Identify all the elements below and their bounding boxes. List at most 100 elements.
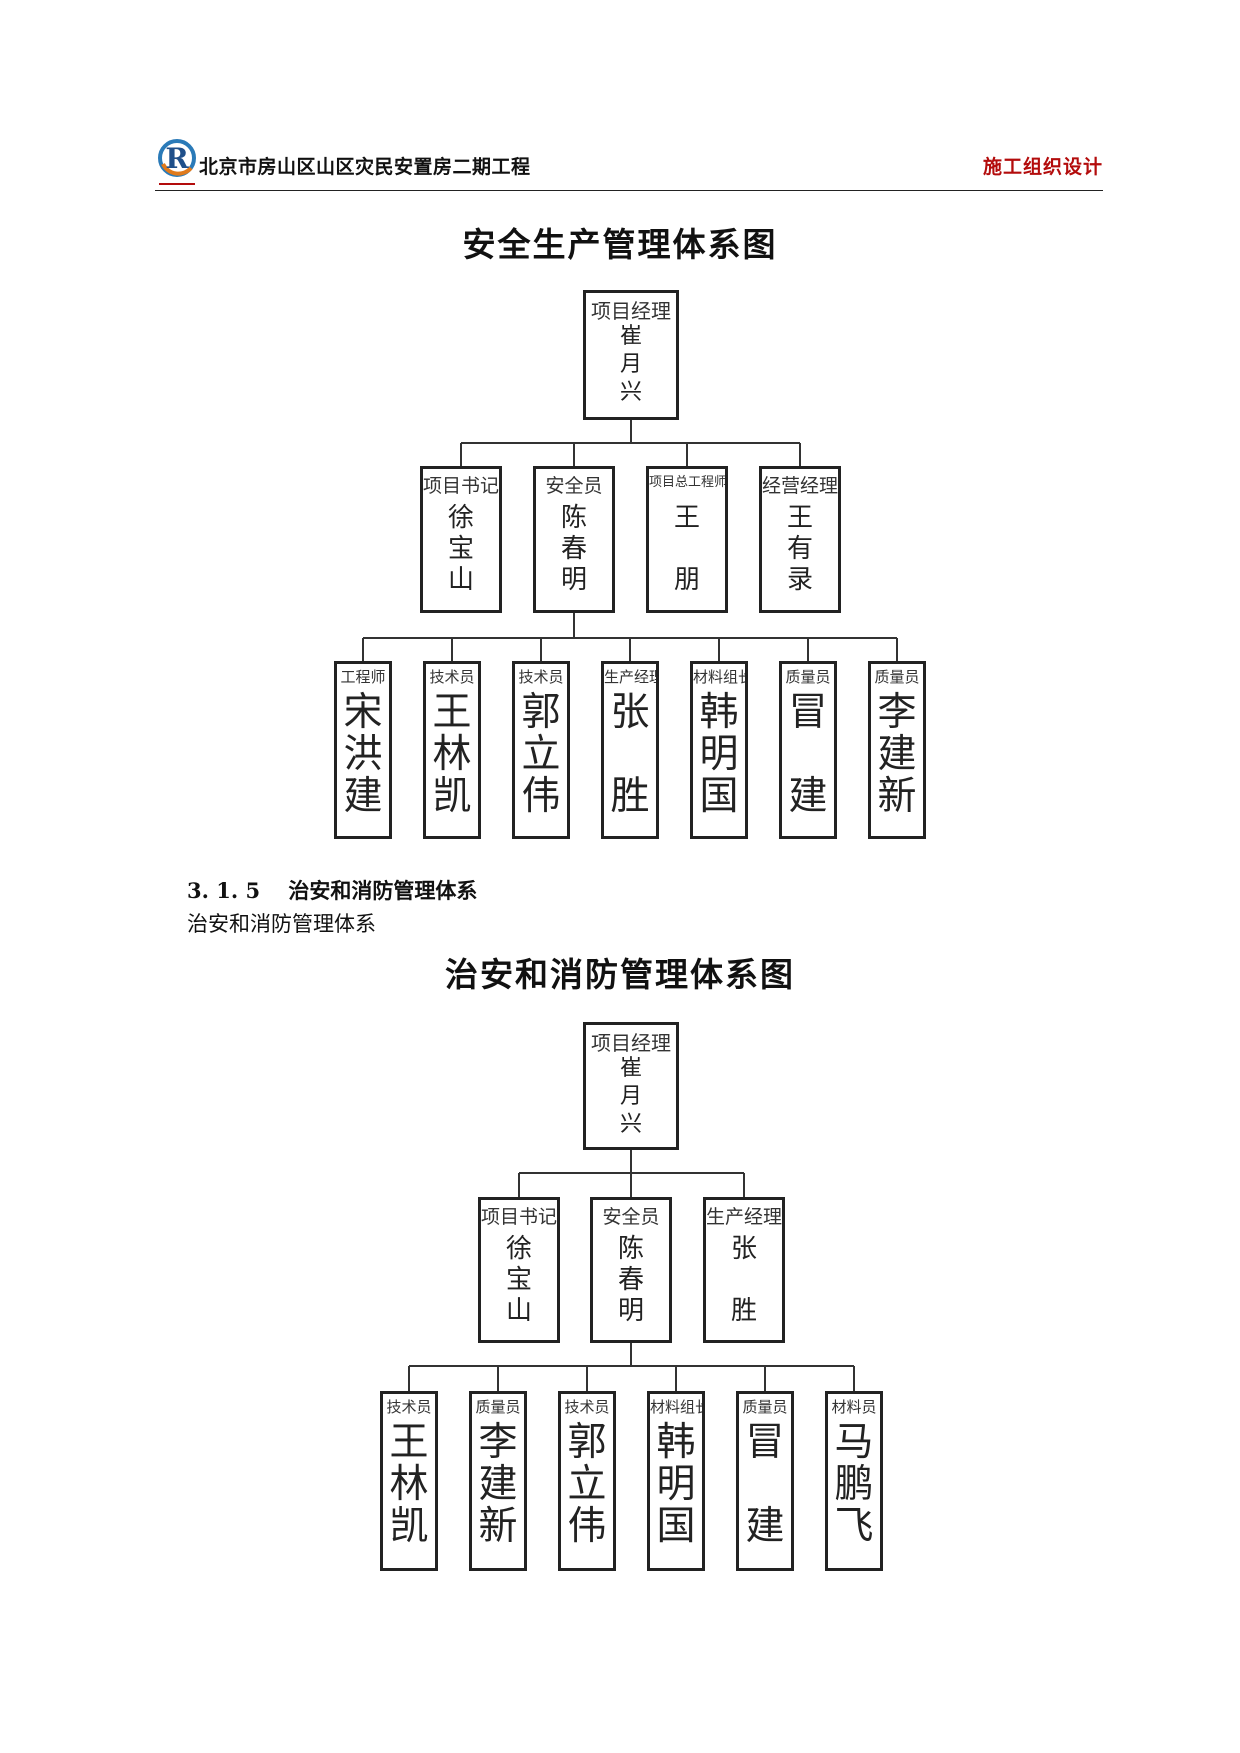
name-char: 郭 [521, 690, 561, 735]
name-char: 建 [478, 1462, 518, 1507]
name-char: 李 [478, 1420, 518, 1465]
name-char [706, 1265, 782, 1296]
box-level3: 工程师宋洪建 [334, 661, 392, 839]
box-level3: 技术员郭立伟 [512, 661, 570, 839]
person-name: 李建新 [871, 692, 923, 818]
role-label: 项目总工程师 [649, 475, 728, 490]
role-label: 经营经理 [762, 475, 839, 497]
name-char: 明 [560, 565, 587, 595]
name-char: 录 [786, 565, 813, 595]
person-name: 郭立伟 [515, 692, 567, 818]
person-name: 李建新 [472, 1422, 524, 1548]
name-char: 张 [730, 1234, 757, 1264]
name-char: 立 [567, 1462, 607, 1507]
svg-text:R: R [165, 142, 189, 175]
person-name: 徐宝山 [423, 503, 499, 596]
header-divider [155, 190, 1103, 191]
box-level3: 质量员冒 建 [779, 661, 837, 839]
name-char: 郭 [567, 1420, 607, 1465]
name-char: 胜 [610, 774, 650, 819]
name-char: 春 [560, 534, 587, 564]
name-char: 韩 [699, 690, 739, 735]
person-name: 张 胜 [706, 1234, 782, 1327]
name-char: 明 [699, 732, 739, 777]
name-char: 春 [617, 1265, 644, 1295]
role-label: 安全员 [545, 475, 603, 497]
role-label: 技术员 [429, 668, 475, 686]
box-level3: 材料员马鹏飞 [825, 1391, 883, 1571]
person-name: 韩明国 [650, 1422, 702, 1548]
role-label: 材料组长 [650, 1398, 705, 1416]
person-name: 韩明国 [693, 692, 745, 818]
person-name: 徐宝山 [481, 1234, 557, 1327]
name-char: 冒 [745, 1420, 785, 1465]
name-char: 新 [478, 1504, 518, 1549]
name-char: 明 [656, 1462, 696, 1507]
person-name: 冒 建 [739, 1422, 791, 1548]
box-root: 项目经理崔月兴 [583, 1022, 679, 1150]
name-char: 飞 [834, 1504, 874, 1549]
name-char: 张 [610, 690, 650, 735]
name-char: 徐 [505, 1234, 532, 1264]
name-char: 月 [619, 352, 642, 377]
name-char: 山 [447, 565, 474, 595]
role-label: 技术员 [564, 1398, 610, 1416]
section-label: 施工组织设计 [982, 156, 1103, 178]
name-char: 王 [432, 690, 472, 735]
person-name: 宋洪建 [337, 692, 389, 818]
person-name: 冒 建 [782, 692, 834, 818]
name-char: 崔 [619, 324, 642, 349]
person-name: 马鹏飞 [828, 1422, 880, 1548]
name-char: 徐 [447, 503, 474, 533]
name-char: 兴 [619, 1112, 642, 1137]
document-title: 北京市房山区山区灾民安置房二期工程 [199, 156, 531, 178]
box-level2: 经营经理王有录 [759, 466, 841, 613]
name-char [739, 1464, 791, 1506]
name-char: 宝 [447, 534, 474, 564]
box-level2: 安全员陈春明 [590, 1197, 672, 1343]
chart-title-safety: 安全生产管理体系图 [462, 225, 778, 264]
box-level3: 质量员李建新 [868, 661, 926, 839]
name-char: 李 [877, 690, 917, 735]
role-label: 项目书记 [481, 1206, 558, 1228]
name-char: 朋 [673, 565, 700, 595]
name-char: 宝 [505, 1265, 532, 1295]
person-name: 王 朋 [649, 503, 725, 596]
name-char: 崔 [619, 1056, 642, 1081]
name-char: 伟 [521, 774, 561, 819]
name-char: 王 [673, 503, 700, 533]
name-char: 兴 [619, 380, 642, 405]
box-level2: 项目总工程师王 朋 [646, 466, 728, 613]
name-char: 建 [788, 774, 828, 819]
name-char: 宋 [343, 690, 383, 735]
name-char: 凯 [432, 774, 472, 819]
section-subheading: 治安和消防管理体系 [187, 912, 376, 936]
role-label: 技术员 [386, 1398, 432, 1416]
name-char: 山 [505, 1296, 532, 1326]
role-label: 质量员 [874, 668, 920, 686]
name-char: 鹏 [834, 1462, 874, 1507]
person-name: 王有录 [762, 503, 838, 596]
name-char: 凯 [389, 1504, 429, 1549]
role-label: 材料组长 [693, 668, 748, 686]
name-char: 伟 [567, 1504, 607, 1549]
name-char: 建 [877, 732, 917, 777]
role-label: 生产经理 [706, 1206, 783, 1228]
person-name: 张 胜 [604, 692, 656, 818]
role-label: 生产经理 [604, 668, 659, 686]
person-name: 王林凯 [383, 1422, 435, 1548]
box-level3: 技术员王林凯 [380, 1391, 438, 1571]
person-name: 崔月兴 [586, 1055, 676, 1139]
box-level2: 生产经理张 胜 [703, 1197, 785, 1343]
box-level2: 项目书记徐宝山 [420, 466, 502, 613]
box-level3: 技术员郭立伟 [558, 1391, 616, 1571]
role-label: 项目经理 [591, 299, 671, 323]
role-label: 质量员 [475, 1398, 521, 1416]
name-char: 月 [619, 1084, 642, 1109]
box-level3: 质量员冒 建 [736, 1391, 794, 1571]
role-label: 安全员 [602, 1206, 660, 1228]
name-char: 胜 [730, 1296, 757, 1326]
person-name: 陈春明 [593, 1234, 669, 1327]
role-label: 技术员 [518, 668, 564, 686]
